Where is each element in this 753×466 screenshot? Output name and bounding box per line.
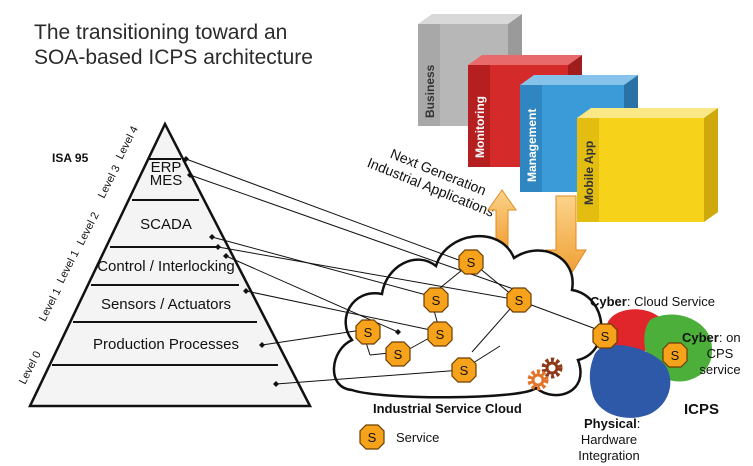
service-node-5: S [427, 321, 453, 347]
service-node-4-label: S [364, 325, 373, 340]
cloud-label: Industrial Service Cloud [373, 401, 522, 416]
level-label-3: Level 3 [96, 163, 123, 200]
service-node-1: S [458, 249, 484, 275]
icps-service-node-green: S [662, 342, 688, 368]
service-nodes: S S S S S S S [355, 249, 532, 383]
layer-name-sensors: Sensors / Actuators [101, 296, 231, 313]
physical-rest1: : [637, 416, 641, 431]
app-label-mobile-app: Mobile App [582, 141, 596, 205]
icps-label: ICPS [684, 401, 719, 418]
app-label-management: Management [525, 109, 539, 182]
isa95-label: ISA 95 [52, 151, 89, 165]
layer-erp: ERP [151, 159, 182, 176]
cyber-cps-bold: Cyber [682, 330, 719, 345]
service-node-3: S [506, 287, 532, 313]
service-node-6: S [385, 341, 411, 367]
cyber-cps-line3: service [699, 362, 740, 377]
cyber-cps-line2: CPS [707, 346, 734, 361]
level-label-0: Level 0 [17, 349, 44, 386]
cyber-cps-rest1: : on [719, 330, 741, 345]
physical-line3: Integration [578, 448, 639, 463]
layer-name-control: Control / Interlocking [97, 258, 235, 275]
level-label-1a: Level 1 [55, 248, 82, 285]
legend-label: Service [396, 430, 439, 445]
physical-label: Physical: [584, 416, 640, 431]
icps-service-node-red: S [592, 323, 618, 349]
cyber-cloud-rest: : Cloud Service [627, 294, 715, 309]
icps-service-green-label: S [671, 348, 680, 363]
legend-service-symbol: S [359, 424, 385, 450]
level-label-1b: Level 1 [37, 286, 64, 323]
gear-icon [527, 357, 563, 391]
layer-name-production: Production Processes [93, 336, 239, 353]
physical-line2: Hardware [581, 432, 637, 447]
level-label-2: Level 2 [75, 210, 102, 247]
physical-bold: Physical [584, 416, 637, 431]
cyber-cps-label: Cyber: on [682, 330, 741, 345]
app-box-mobile-app: Mobile App [577, 108, 718, 222]
cyber-cloud-bold: Cyber [590, 294, 627, 309]
layer-name-scada: SCADA [140, 216, 192, 233]
legend-symbol-label: S [368, 430, 377, 445]
service-node-4: S [355, 319, 381, 345]
service-node-2-label: S [432, 293, 441, 308]
diagram-title: The transitioning toward an SOA-based IC… [34, 20, 364, 70]
service-node-3-label: S [515, 293, 524, 308]
level-label-4: Level 4 [114, 124, 141, 161]
icps-blob: S S [589, 309, 713, 418]
title-line-2: SOA-based ICPS architecture [34, 46, 313, 69]
app-label-business: Business [423, 64, 437, 118]
service-node-5-label: S [436, 327, 445, 342]
service-node-7: S [451, 357, 477, 383]
service-node-6-label: S [394, 347, 403, 362]
title-line-1: The transitioning toward an [34, 21, 288, 44]
cyber-cloud-label: Cyber: Cloud Service [590, 294, 715, 309]
service-node-7-label: S [460, 363, 469, 378]
app-label-monitoring: Monitoring [473, 96, 487, 158]
application-boxes: Business Monitoring Management [418, 14, 718, 222]
icps-service-red-label: S [601, 329, 610, 344]
service-node-1-label: S [467, 255, 476, 270]
service-node-2: S [423, 287, 449, 313]
legend: S Service [359, 424, 439, 450]
layer-name-mes: MES [150, 172, 183, 189]
